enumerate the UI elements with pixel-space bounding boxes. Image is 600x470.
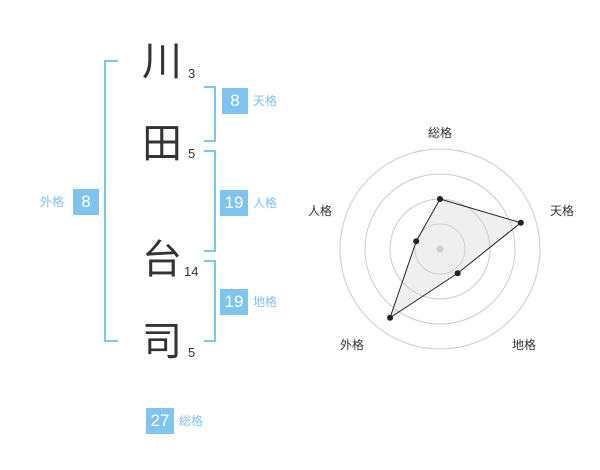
radar-axis-label-4: 外格 (340, 337, 364, 352)
tenkaku-bracket (204, 86, 216, 142)
radar-axis-label-2: 天格 (550, 203, 574, 218)
radar-ring-3 (364, 173, 516, 325)
radar-axis-label-5: 人格 (308, 203, 332, 218)
name-char-3: 台 (142, 237, 182, 283)
name-char-4: 司 (142, 319, 182, 365)
radar-series-polygon (389, 198, 522, 319)
name-char-2: 田 (142, 121, 182, 167)
soukaku-label: 総格 (179, 414, 204, 428)
tenkaku-label: 天格 (253, 94, 278, 108)
radar-point-2 (517, 219, 524, 226)
radar-axis-label-1: 総格 (428, 125, 452, 140)
stroke-count-1: 3 (188, 66, 196, 81)
jinkaku-badge: 19 (220, 190, 248, 216)
radar-axis-label-3: 地格 (512, 337, 536, 352)
radar-point-4 (387, 314, 394, 321)
chikaku-badge: 19 (220, 289, 248, 315)
radar-ring-4 (339, 148, 541, 350)
name-char-1: 川 (142, 39, 182, 85)
radar-point-5 (413, 238, 420, 245)
chikaku-label: 地格 (253, 295, 278, 309)
chikaku-bracket (204, 260, 216, 342)
soukaku-badge: 27 (146, 408, 174, 434)
radar-point-1 (437, 196, 443, 202)
stroke-count-3: 14 (184, 264, 199, 279)
stroke-count-4: 5 (188, 345, 196, 360)
gaikaku-bracket (104, 60, 118, 342)
stroke-count-2: 5 (188, 146, 196, 161)
tenkaku-badge: 8 (222, 88, 248, 114)
gaikaku-badge: 8 (73, 189, 99, 215)
jinkaku-label: 人格 (253, 196, 278, 210)
jinkaku-bracket (204, 150, 216, 252)
radar-ring-1 (414, 223, 466, 275)
radar-center (436, 245, 444, 253)
radar-point-3 (454, 270, 461, 277)
gaikaku-label: 外格 (40, 195, 65, 209)
